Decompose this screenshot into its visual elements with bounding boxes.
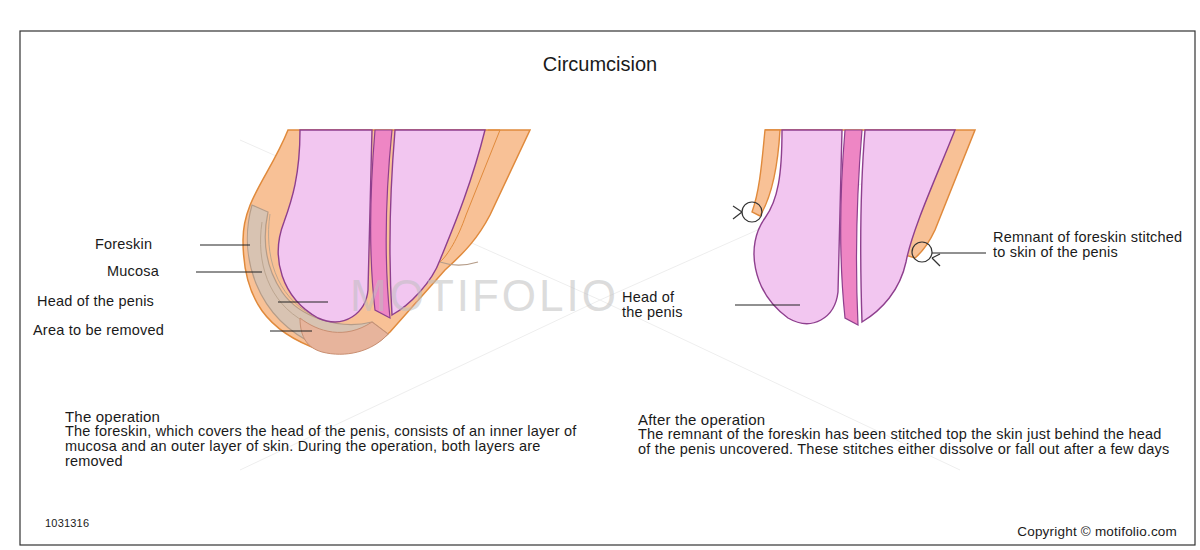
body-text: The remnant of the foreskin has been sti… (638, 427, 1173, 457)
title: Circumcision (0, 53, 1200, 76)
copyright: Copyright © motifolio.com (1017, 524, 1177, 539)
area-removed (300, 318, 388, 354)
figure-id: 1031316 (45, 517, 89, 529)
part-label: Mucosa (107, 264, 159, 279)
body-text: The foreskin, which covers the head of t… (65, 424, 600, 469)
stitch (733, 202, 940, 266)
section-heading: The operation (65, 408, 160, 425)
glans (754, 130, 842, 324)
penis-before (243, 130, 530, 354)
frenulum (440, 262, 478, 265)
part-label: Area to be removed (33, 323, 164, 338)
part-label: Head of the penis (622, 290, 686, 320)
part-label: Foreskin (95, 237, 152, 252)
part-label: Remnant of foreskin stitched to skin of … (993, 230, 1183, 260)
urethra (840, 130, 862, 325)
skin-edge (440, 130, 500, 262)
watermark: MOTIFOLIO (350, 272, 619, 320)
part-label: Head of the penis (37, 294, 154, 309)
shaft (861, 130, 955, 322)
penis-after (733, 130, 975, 325)
frame (20, 31, 1195, 545)
leader-lines (196, 245, 986, 331)
section-heading: After the operation (638, 411, 765, 428)
